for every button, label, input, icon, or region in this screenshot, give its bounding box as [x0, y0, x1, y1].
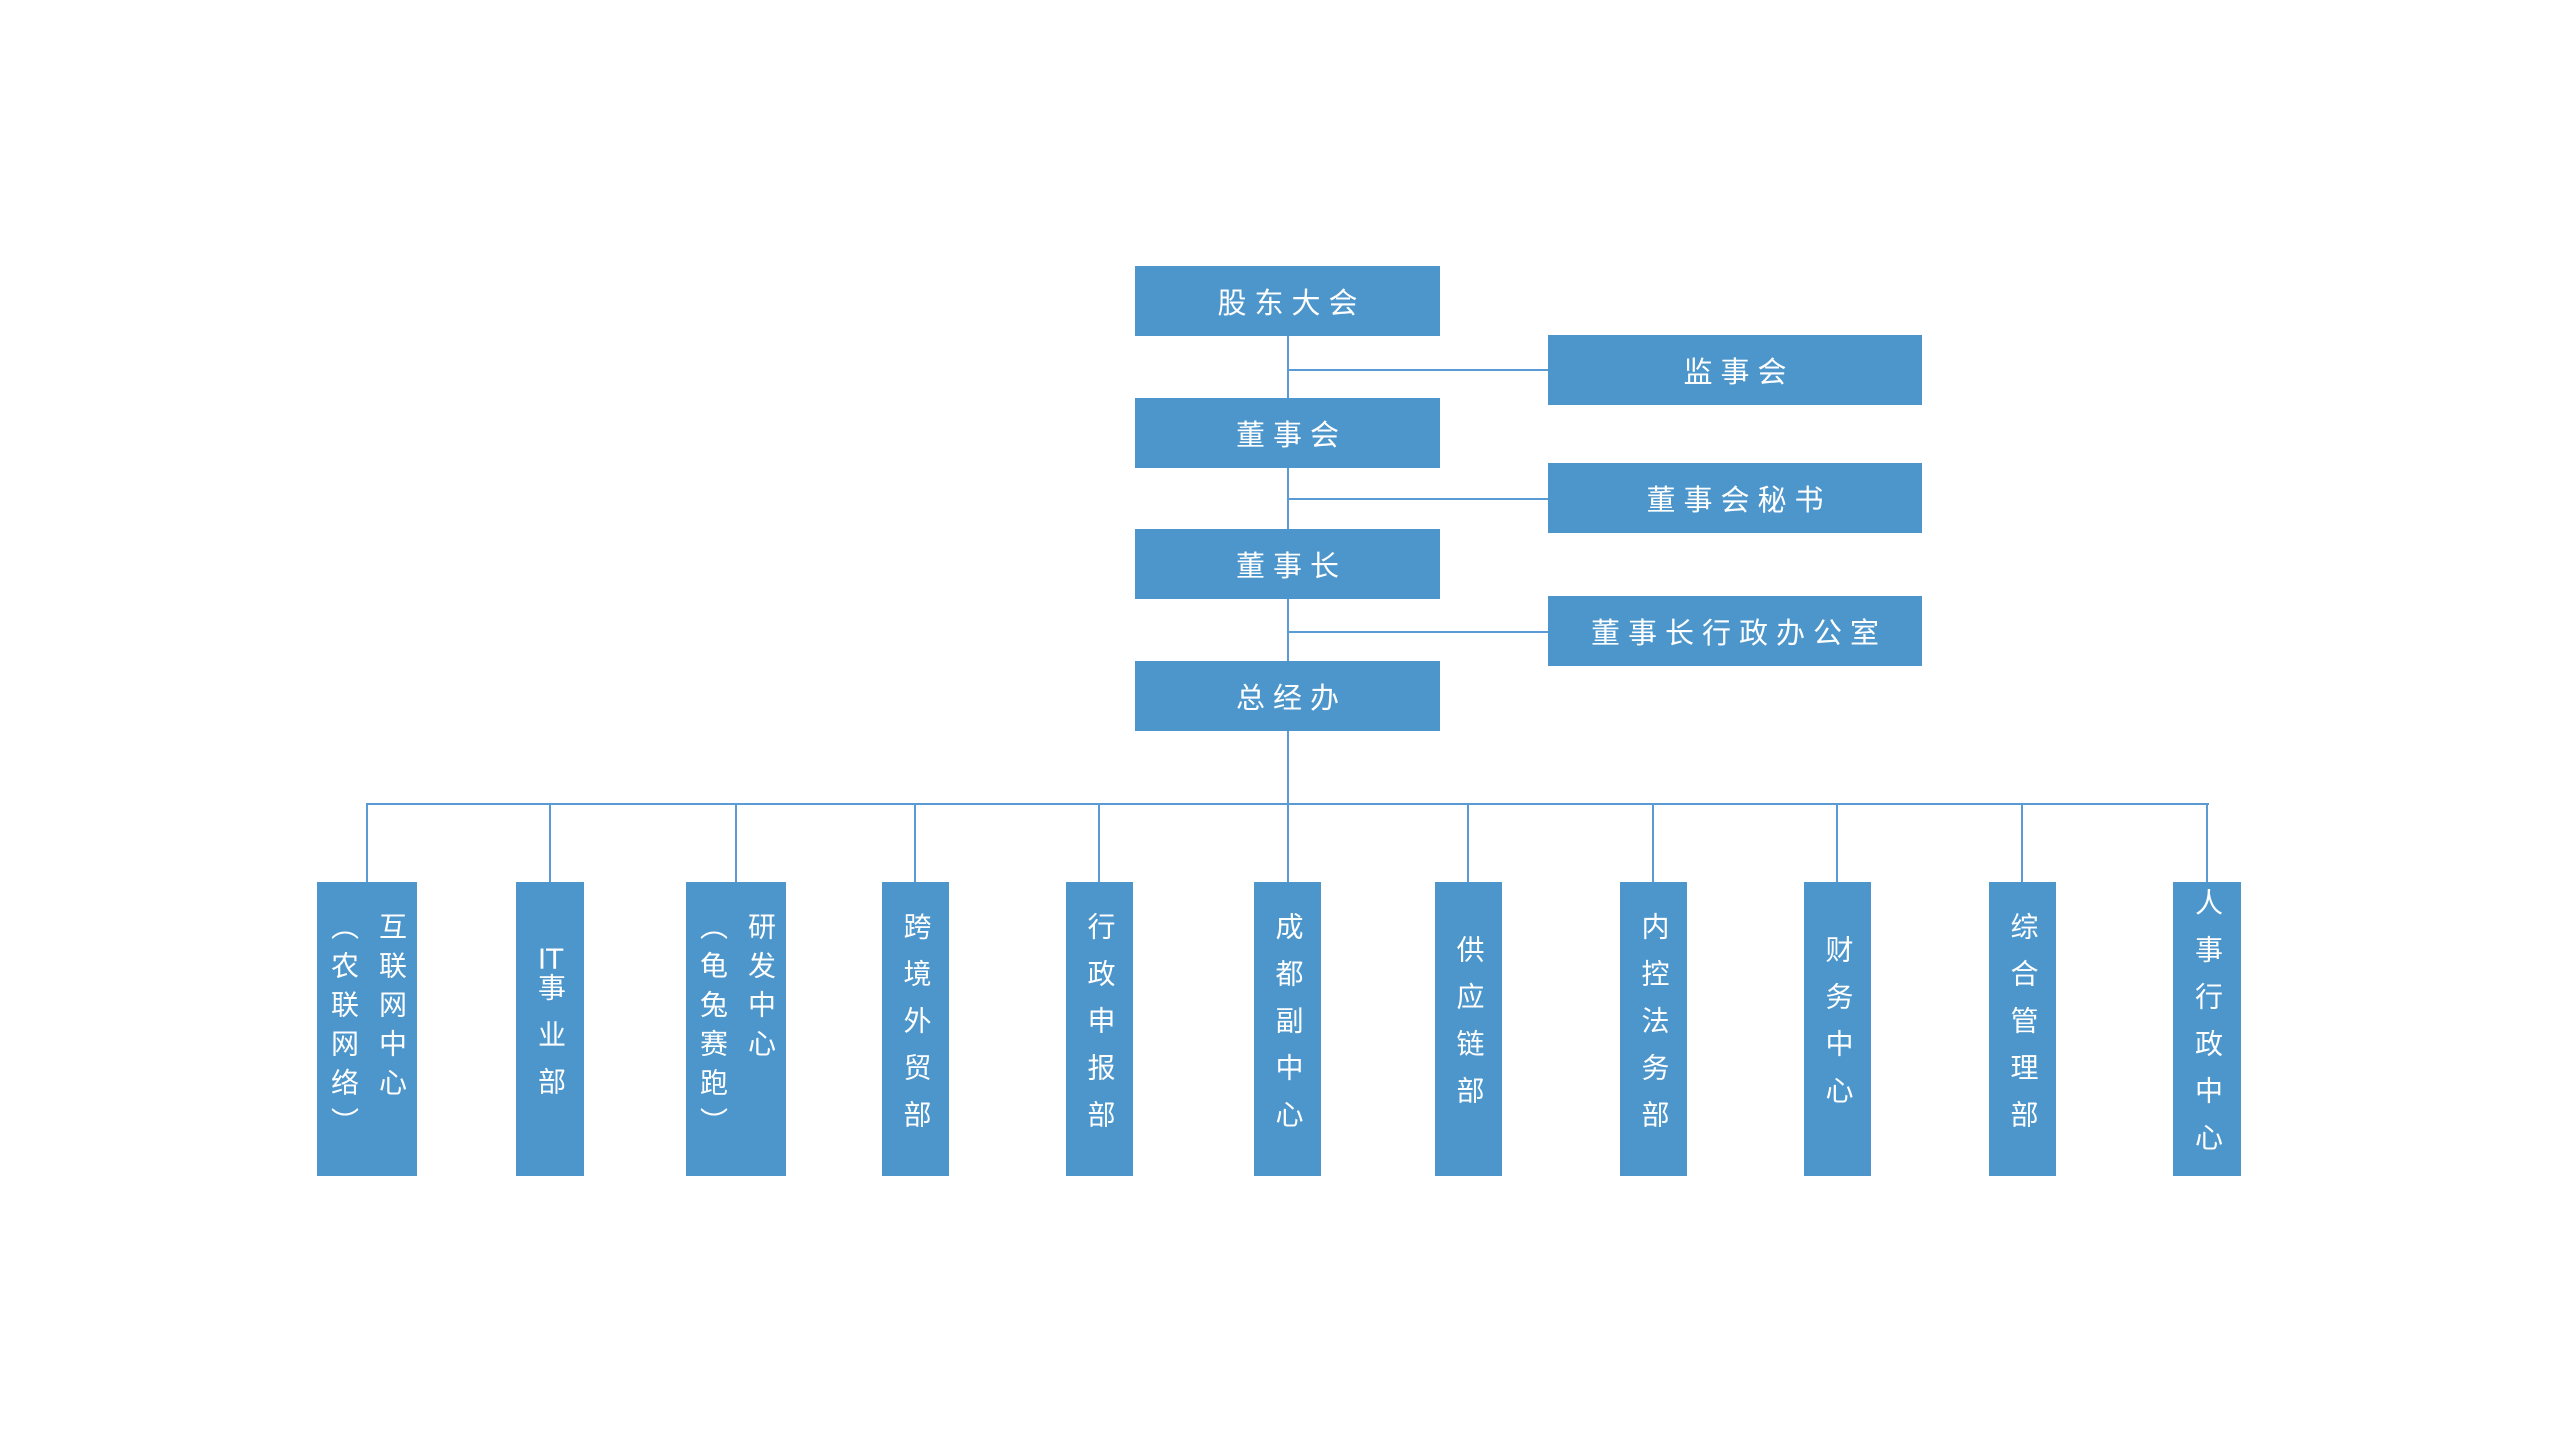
connector-line	[1836, 803, 1838, 882]
connector-line	[1287, 369, 1548, 371]
connector-line	[1287, 599, 1289, 661]
node-cross-border-trade-dept: 跨境外贸部	[882, 882, 949, 1176]
node-label: 董事长行政办公室	[1590, 616, 1887, 650]
connector-line	[1287, 803, 1289, 882]
node-label: IT事业部	[534, 944, 567, 1114]
node-label: 研发中心（龟兔赛跑）	[696, 912, 777, 1146]
node-label: 互联网中心（农联网络）	[327, 912, 408, 1146]
node-label: 股东大会	[1217, 286, 1366, 320]
node-label: 供应链部	[1452, 935, 1486, 1123]
connector-line	[1098, 803, 1100, 882]
node-internal-control-legal-dept: 内控法务部	[1620, 882, 1687, 1176]
node-label: 人事行政中心	[2191, 888, 2224, 1170]
connector-line	[1467, 803, 1469, 882]
node-it-business-division: IT事业部	[516, 882, 584, 1176]
node-hr-admin-center: 人事行政中心	[2173, 882, 2241, 1176]
node-label: 综合管理部	[2006, 911, 2040, 1147]
node-label: 成都副中心	[1271, 911, 1305, 1147]
node-label: 董事长	[1235, 549, 1347, 583]
connector-line	[549, 803, 551, 882]
node-label: 总经办	[1235, 681, 1347, 715]
connector-line	[735, 803, 737, 882]
connector-line	[1287, 336, 1289, 398]
node-finance-center: 财务中心	[1804, 882, 1871, 1176]
node-label: 行政申报部	[1083, 911, 1117, 1147]
node-internet-center: 互联网中心（农联网络）	[317, 882, 417, 1176]
node-admin-declaration-dept: 行政申报部	[1066, 882, 1133, 1176]
node-supervisory-board: 监事会	[1548, 335, 1922, 405]
connector-line	[1287, 498, 1548, 500]
connector-line	[1652, 803, 1654, 882]
node-label: 董事会	[1235, 418, 1347, 452]
node-general-manager-office: 总经办	[1135, 661, 1440, 731]
node-chengdu-sub-center: 成都副中心	[1254, 882, 1321, 1176]
node-label: 内控法务部	[1637, 911, 1671, 1147]
node-rd-center: 研发中心（龟兔赛跑）	[686, 882, 786, 1176]
node-board-secretary: 董事会秘书	[1548, 463, 1922, 533]
node-shareholders-meeting: 股东大会	[1135, 266, 1440, 336]
node-supply-chain-dept: 供应链部	[1435, 882, 1502, 1176]
connector-line	[2206, 803, 2208, 882]
connector-line	[1287, 631, 1548, 633]
node-board-of-directors: 董事会	[1135, 398, 1440, 468]
node-general-management-dept: 综合管理部	[1989, 882, 2056, 1176]
node-chairman-admin-office: 董事长行政办公室	[1548, 596, 1922, 666]
node-chairman: 董事长	[1135, 529, 1440, 599]
connector-line	[914, 803, 916, 882]
node-label: 财务中心	[1821, 935, 1855, 1123]
connector-line	[366, 803, 368, 882]
node-label: 董事会秘书	[1646, 483, 1832, 517]
node-label: 跨境外贸部	[899, 911, 933, 1147]
connector-line	[1287, 731, 1289, 803]
connector-line	[2021, 803, 2023, 882]
node-label: 监事会	[1683, 355, 1795, 389]
